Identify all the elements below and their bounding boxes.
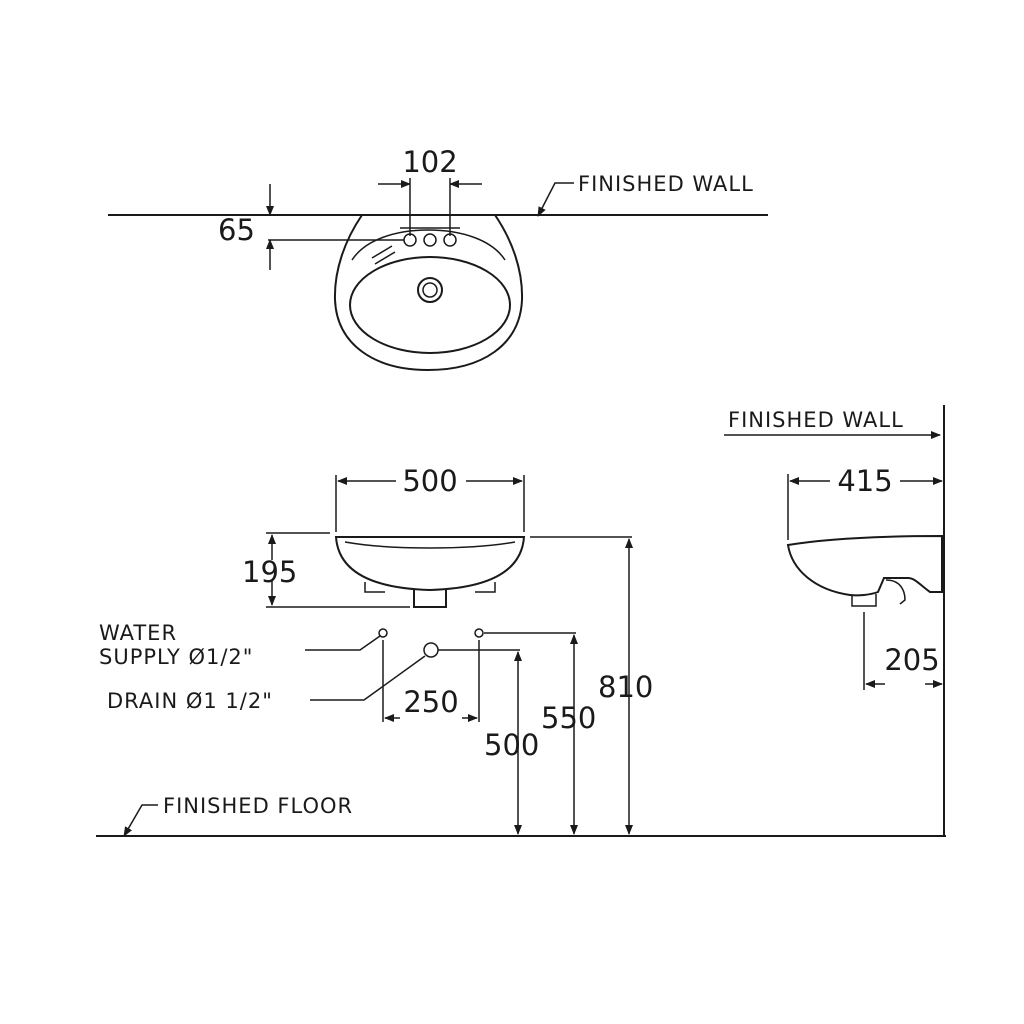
basin-rim-line bbox=[344, 541, 516, 549]
finished-wall-side-label: FINISHED WALL bbox=[728, 408, 904, 432]
supply-leader bbox=[305, 635, 381, 651]
dim-810-text: 810 bbox=[598, 670, 653, 704]
supply-point-right bbox=[474, 628, 484, 638]
basin-brackets bbox=[364, 582, 496, 593]
overflow-slot bbox=[371, 245, 396, 265]
finished-floor-label: FINISHED FLOOR bbox=[163, 794, 353, 818]
drain-outlet-side bbox=[851, 594, 877, 607]
tap-hole-center bbox=[423, 233, 437, 247]
basin-side bbox=[786, 534, 943, 597]
drain-leader bbox=[310, 655, 426, 701]
dim-102-text: 102 bbox=[402, 145, 457, 179]
drain-point-front bbox=[423, 642, 439, 658]
dim-500w-text: 500 bbox=[402, 464, 457, 498]
dim-550-text: 550 bbox=[541, 701, 596, 735]
plan-view: FINISHED WALL 102 65 bbox=[108, 145, 768, 372]
side-view: FINISHED WALL 415 205 bbox=[724, 405, 945, 836]
dim-205-text: 205 bbox=[884, 643, 939, 677]
supply-point-left bbox=[378, 628, 388, 638]
floor-leader bbox=[123, 804, 158, 837]
drain-label: DRAIN Ø1 1/2" bbox=[107, 689, 273, 713]
drain-outlet-front bbox=[413, 590, 447, 608]
trap-side bbox=[885, 579, 906, 605]
drain-hole-plan bbox=[417, 277, 443, 303]
basin-front bbox=[334, 536, 526, 592]
dim-415-text: 415 bbox=[837, 464, 892, 498]
dim-250-text: 250 bbox=[403, 685, 458, 719]
basin-deck bbox=[351, 229, 506, 261]
basin-inner-bowl bbox=[349, 256, 511, 354]
dim-500h-text: 500 bbox=[484, 728, 539, 762]
water-supply-label-1: WATER bbox=[99, 621, 177, 645]
finished-wall-top-label: FINISHED WALL bbox=[578, 172, 754, 196]
basin-outer-plan bbox=[333, 214, 524, 372]
water-supply-label-2: SUPPLY Ø1/2" bbox=[99, 645, 253, 669]
drain-hole-inner bbox=[422, 282, 438, 298]
wall-leader-top bbox=[537, 182, 574, 217]
front-view: FINISHED FLOOR 500 195 WATER SUPPLY Ø1/2… bbox=[96, 464, 946, 837]
dim-65-text: 65 bbox=[218, 213, 255, 247]
dim-195-text: 195 bbox=[242, 555, 297, 589]
